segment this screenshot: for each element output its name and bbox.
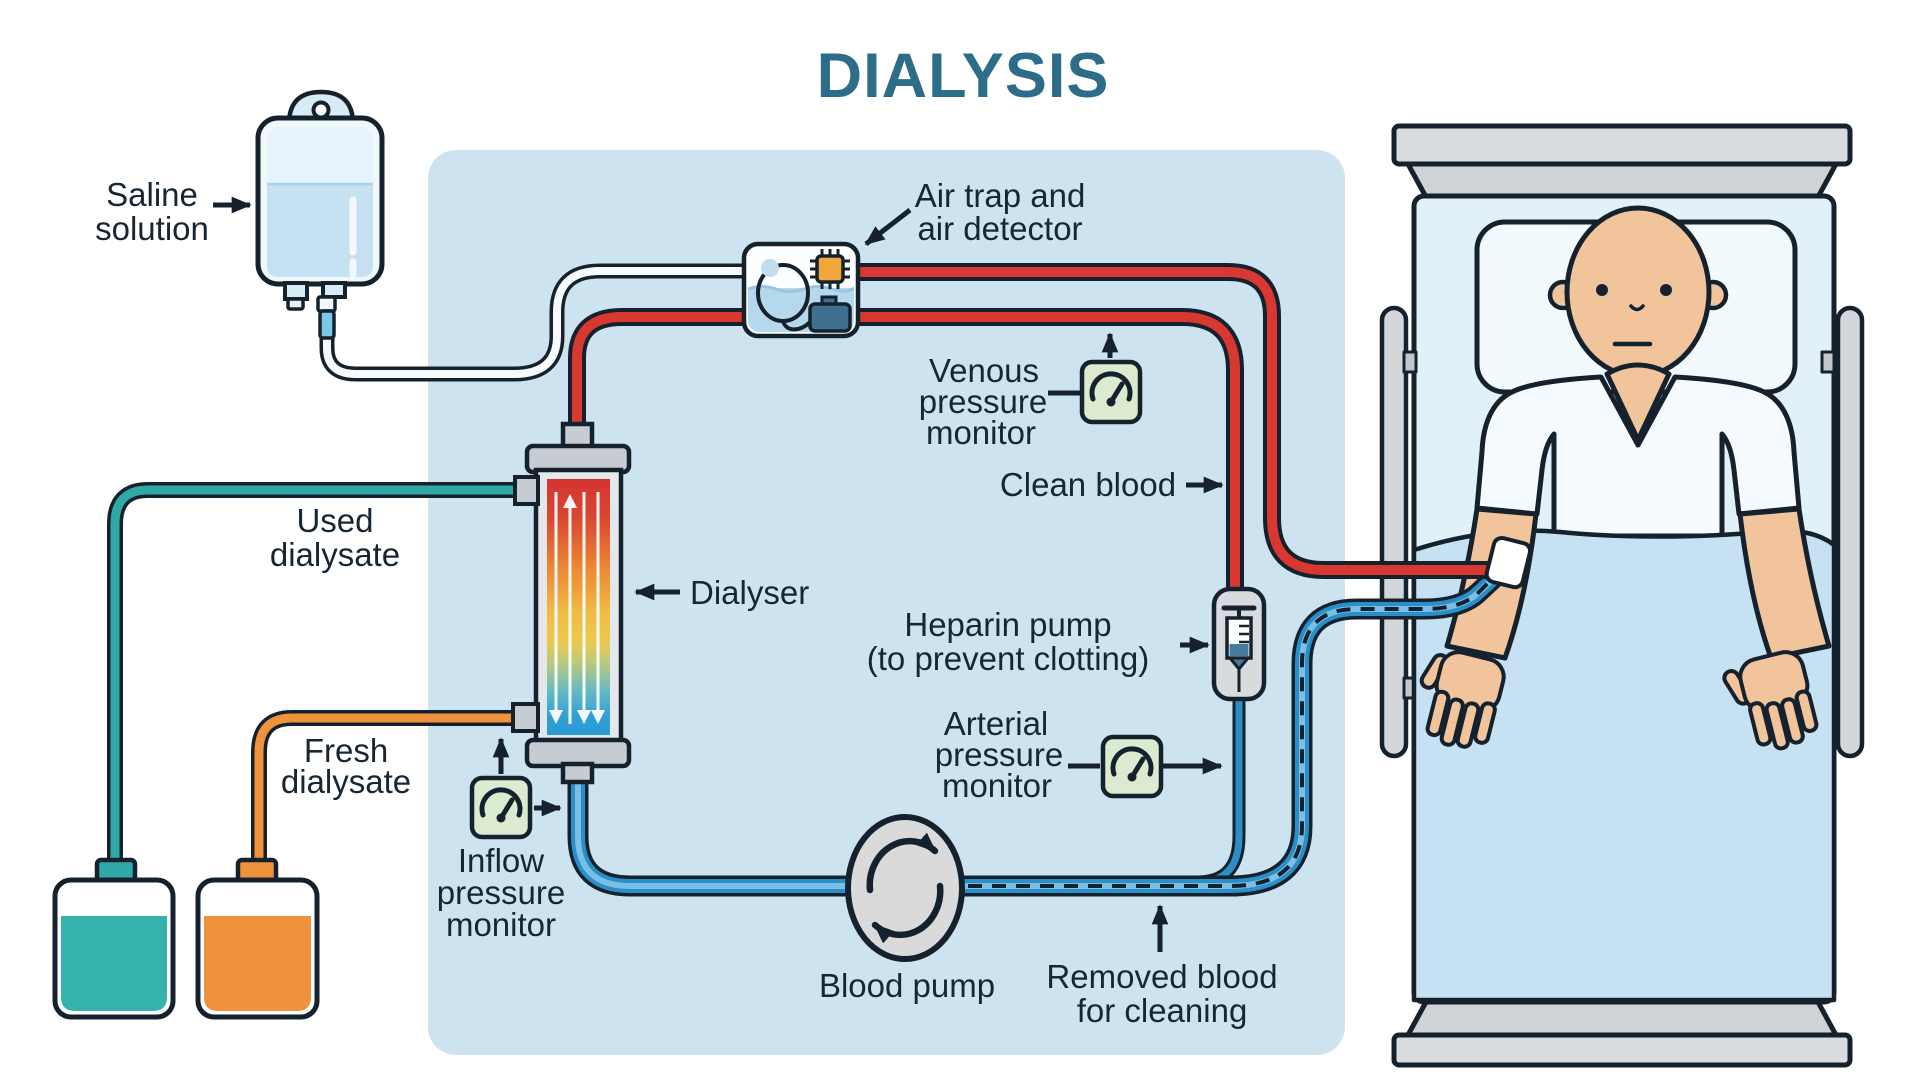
page-title: DIALYSIS: [817, 41, 1110, 111]
patient-neck: [1604, 362, 1672, 443]
blood-pump-label: Blood pump: [819, 967, 995, 1004]
arterial-label-line1: Arterial: [944, 705, 1049, 742]
used-dialysate-tube: [107, 482, 518, 864]
inflow-label-line1: Inflow: [458, 842, 544, 879]
heparin-label-line1: Heparin pump: [904, 606, 1111, 643]
circular-pump-icon: [845, 814, 965, 962]
saline-tube: [319, 263, 746, 382]
bed-headboard: [1391, 123, 1853, 167]
air-trap-chamber-icon: [741, 241, 861, 339]
patient-right-hand: [1722, 650, 1819, 751]
chip-icon: [810, 249, 850, 289]
blood-tube-dialyser-to-airtrap: [568, 308, 746, 426]
arterial-pressure-gauge-icon: [1100, 734, 1164, 799]
inflow-label-line3: monitor: [446, 906, 556, 943]
bed-rail-left: [1379, 305, 1409, 759]
air-trap-label-line2: air detector: [917, 210, 1082, 247]
patient-nose: [1629, 304, 1645, 312]
iv-bag-icon: [255, 89, 385, 340]
air-trap-label-line1: Air trap and: [915, 177, 1086, 214]
removed-blood-tube: [567, 570, 1502, 897]
arterial-label-line2: pressure: [935, 736, 1063, 773]
dialysate-inlet-port: [511, 702, 540, 733]
patient-left-hand: [1419, 650, 1506, 749]
patient-in-bed-icon: [1379, 123, 1865, 1068]
venous-pressure-gauge-icon: [1079, 359, 1143, 425]
flow-direction-arrows: [549, 494, 605, 724]
patient-shirt: [1474, 374, 1802, 539]
patient-right-forearm: [1737, 506, 1832, 661]
air-bubble: [761, 259, 779, 277]
air-trap-arrow: [864, 208, 912, 246]
fresh-dialysate-container: [195, 857, 320, 1020]
syringe-icon: [1211, 586, 1267, 702]
saline-label-line1: Saline: [106, 176, 198, 213]
clean-blood-tube: [858, 308, 1244, 594]
heparin-label-line2: (to prevent clotting): [867, 640, 1149, 677]
used-dialysate-container: [52, 857, 176, 1020]
venous-label-line3: monitor: [926, 414, 1036, 451]
used-dialysate-label-line2: dialysate: [270, 536, 400, 573]
venous-label-line1: Venous: [929, 352, 1039, 389]
venous-label-line2: pressure: [919, 383, 1047, 420]
patient-eye: [1596, 284, 1608, 296]
dialysate-outlet-port: [513, 475, 540, 506]
inflow-pressure-gauge-icon: [469, 775, 533, 840]
clean-blood-return-tube: [858, 263, 1500, 579]
patient-head: [1564, 205, 1712, 379]
fresh-dialysate-label-line2: dialysate: [281, 763, 411, 800]
arterial-label-line3: monitor: [942, 767, 1052, 804]
inflow-label-line2: pressure: [437, 874, 565, 911]
dialyser-label: Dialyser: [690, 574, 809, 611]
patient-eye: [1660, 284, 1672, 296]
used-dialysate-label-line1: Used: [296, 502, 373, 539]
fresh-dialysate-label-line1: Fresh: [304, 732, 388, 769]
bed-footboard: [1391, 1032, 1853, 1068]
bed-rail-right: [1835, 305, 1865, 759]
clean-blood-label: Clean blood: [1000, 466, 1176, 503]
removed-blood-label-line1: Removed blood: [1046, 958, 1277, 995]
dialyser-column-icon: [511, 421, 632, 785]
fresh-dialysate-tube: [251, 710, 516, 864]
saline-label-line2: solution: [95, 210, 209, 247]
removed-blood-label-line2: for cleaning: [1077, 992, 1248, 1029]
arm-access-cuff: [1484, 535, 1533, 590]
air-trap-outlet: [808, 302, 852, 333]
